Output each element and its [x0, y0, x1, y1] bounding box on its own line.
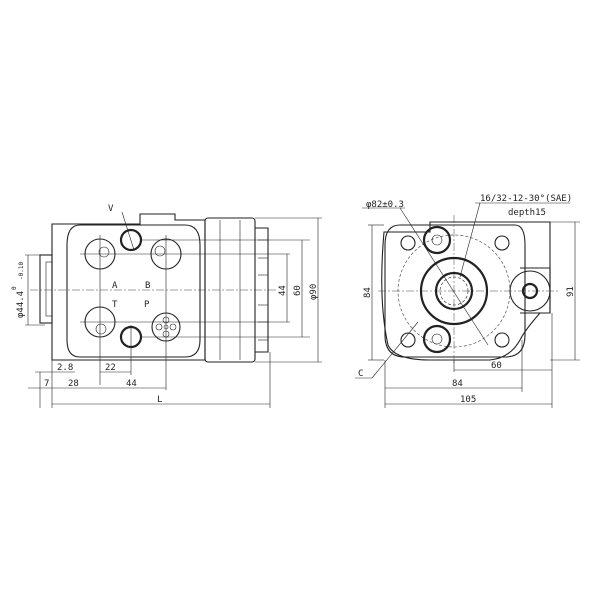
metering-section [204, 217, 256, 363]
dim-22: 22 [105, 363, 116, 373]
side-port [521, 282, 539, 300]
side-dimension-lines [25, 217, 322, 408]
label-thread-c: C [358, 369, 363, 379]
end-cap-bolts [255, 227, 269, 353]
dim-flange-tolerance-lower: -0.10 [18, 262, 25, 280]
dim-depth: depth15 [508, 208, 546, 218]
dim-2-8: 2.8 [57, 363, 73, 373]
end-plate [384, 224, 526, 358]
dim-28: 28 [68, 379, 79, 389]
end-view: φ82±0.3 16/32-12-30°(SAE) depth15 84 91 … [355, 194, 580, 408]
spline-teeth [439, 276, 469, 306]
dim-60-horizontal: 60 [491, 361, 502, 371]
dim-bolt-circle: φ82±0.3 [366, 200, 404, 210]
end-leader-lines [355, 202, 580, 408]
label-port-p: P [144, 300, 150, 310]
dim-44-horizontal: 44 [126, 379, 137, 389]
dim-105-horizontal: 105 [460, 395, 476, 405]
flange-pilot [45, 261, 53, 317]
dim-spline-spec: 16/32-12-30°(SAE) [480, 194, 572, 204]
dim-44-vertical: 44 [278, 285, 288, 296]
dim-60-vertical: 60 [293, 285, 303, 296]
spline-shaft [434, 271, 474, 311]
dim-84-horizontal: 84 [452, 379, 463, 389]
cap-bolts [422, 225, 452, 354]
label-port-t: T [112, 300, 118, 310]
dim-84-vertical: 84 [363, 287, 373, 298]
label-port-b: B [145, 281, 150, 291]
label-port-v: V [108, 204, 114, 214]
side-view: A B T P V φ44.4 0 -0.10 44 60 φ90 2.8 22… [11, 204, 322, 408]
spline-hub [419, 256, 489, 326]
dim-90-diameter: φ90 [309, 284, 319, 300]
dim-91-vertical: 91 [566, 286, 576, 297]
side-port-boss [509, 270, 551, 312]
mounting-holes [400, 235, 510, 348]
valve-housing [51, 213, 206, 361]
dim-7: 7 [44, 379, 49, 389]
port-plate [66, 224, 201, 358]
dim-length: L [157, 395, 162, 405]
port-v [119, 211, 143, 252]
end-body [381, 221, 551, 361]
label-port-a: A [112, 281, 118, 291]
dim-flange-tolerance-upper: 0 [11, 286, 18, 290]
dim-flange-diameter: φ44.4 [16, 291, 26, 318]
